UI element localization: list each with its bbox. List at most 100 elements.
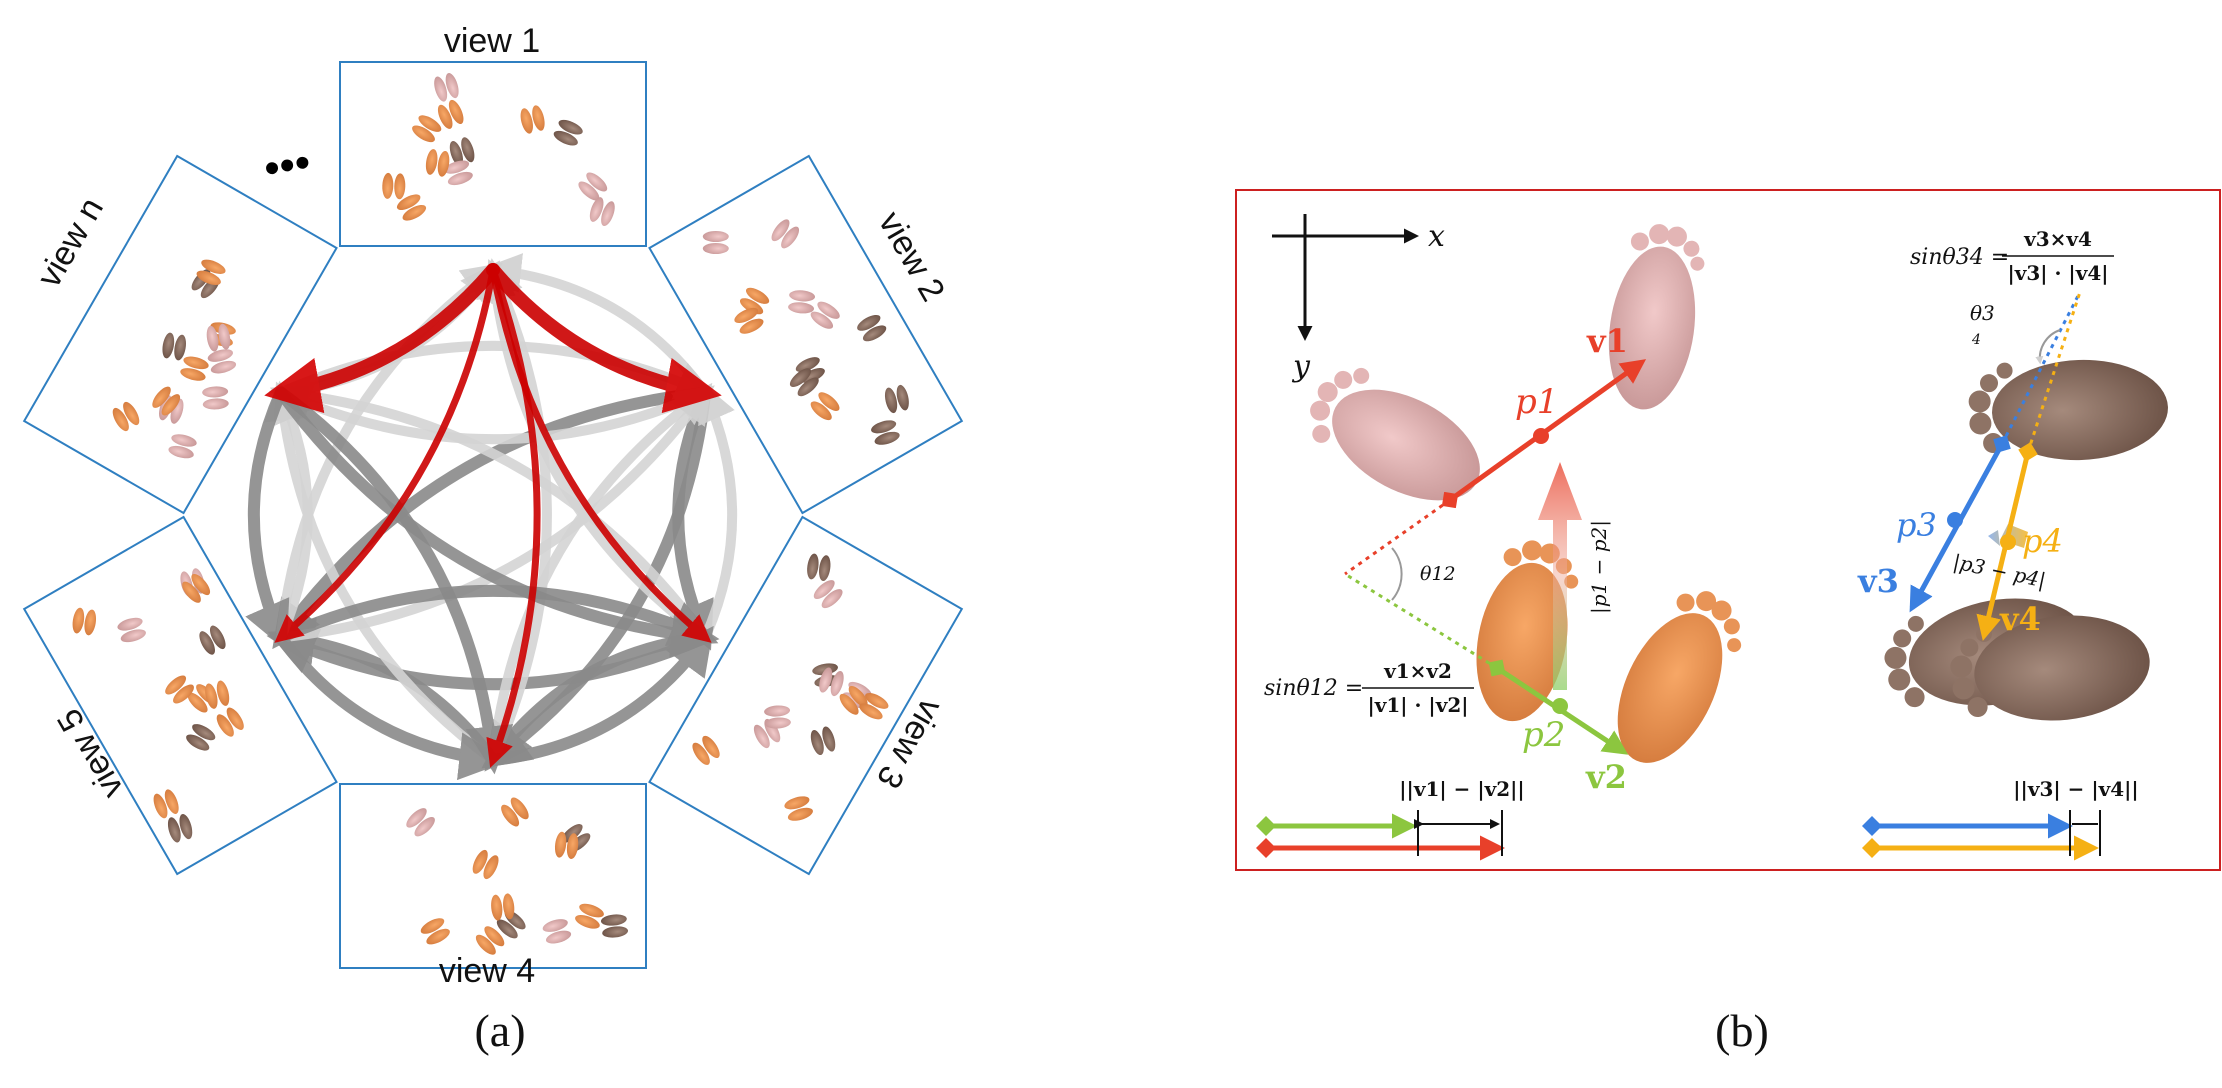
v3-extension <box>2000 291 2082 445</box>
foot-pink-upper <box>1608 224 1705 410</box>
theta34-subscript: 4 <box>1971 332 1981 348</box>
foot-pair-thumbnail <box>871 420 900 445</box>
correspondence-arrow <box>263 380 498 765</box>
v1-extension <box>1344 498 1451 576</box>
y-axis-label: y <box>1291 349 1311 384</box>
foot-pair-thumbnail <box>434 73 459 102</box>
foot-pair-thumbnail <box>216 707 244 737</box>
foot-pair-thumbnail <box>382 172 406 200</box>
foot-pair-thumbnail <box>575 903 604 929</box>
foot-pair-thumbnail <box>152 386 181 416</box>
x-axis-label: x <box>1428 219 1445 254</box>
foot-pair-thumbnail <box>406 808 435 837</box>
foot-pair-thumbnail <box>444 160 473 186</box>
foot-pair-thumbnail <box>810 392 840 421</box>
foot-pair-thumbnail <box>112 401 140 432</box>
p1-label: p1 <box>1515 382 1558 422</box>
view-1-correspondence-arrow <box>264 263 500 414</box>
v2-label: v2 <box>1585 758 1627 796</box>
foot-pair-thumbnail <box>162 332 186 361</box>
foot-pair-thumbnail <box>554 831 579 860</box>
p4-point <box>2000 534 2016 550</box>
foot-pair-thumbnail <box>810 301 840 329</box>
feet-thumbnails <box>72 73 909 955</box>
p4-label: p4 <box>2022 522 2063 560</box>
foot-pair-thumbnail <box>117 617 146 643</box>
foot-pair-thumbnail <box>182 573 211 603</box>
foot-brown-lower-right <box>1950 615 2150 721</box>
foot-pair-thumbnail <box>578 172 608 201</box>
foot-pair-thumbnail <box>692 735 720 765</box>
panel-b-frame <box>1235 189 2221 871</box>
panel-b-caption: (b) <box>1715 1005 1769 1056</box>
correspondence-arrow <box>485 259 552 765</box>
foot-pair-thumbnail <box>449 137 475 166</box>
foot-pair-thumbnail <box>789 368 819 397</box>
correspondence-arrow <box>274 631 508 781</box>
v3-label: v3 <box>1857 562 1899 600</box>
foot-pair-thumbnail <box>412 115 442 143</box>
correspondence-arrow <box>273 381 313 643</box>
v4-label: v4 <box>1999 600 2041 638</box>
correspondence-arrow <box>481 386 712 769</box>
foot-pair-thumbnail <box>207 349 237 374</box>
foot-pair-thumbnail <box>420 918 450 945</box>
theta12-arc <box>1391 547 1403 601</box>
foot-pair-thumbnail <box>72 607 97 636</box>
sin12-label: sinθ12 = <box>1264 676 1363 701</box>
len34-label: ||v3| − |v4|| <box>2013 777 2138 801</box>
v4-extension <box>2026 291 2082 453</box>
foot-pair-thumbnail <box>396 194 427 221</box>
v1-label: v1 <box>1586 322 1628 360</box>
v2-extension <box>1344 572 1498 670</box>
sin34-numerator: v3×v4 <box>2023 227 2092 251</box>
p2-point <box>1552 698 1568 714</box>
view-5-feet <box>72 568 244 843</box>
p3-label: p3 <box>1896 506 1937 544</box>
correspondence-arrow <box>269 385 711 445</box>
foot-pair-thumbnail <box>437 99 464 129</box>
view-1-box <box>339 61 647 247</box>
sin12-numerator: v1×v2 <box>1383 659 1452 683</box>
theta12-label: θ12 <box>1420 563 1456 585</box>
foot-pair-thumbnail <box>472 849 499 880</box>
correspondence-arrow <box>274 386 720 658</box>
axes: x y <box>1272 214 1445 384</box>
correspondence-arrow <box>275 382 713 643</box>
theta34-label: θ3 <box>1970 301 1995 325</box>
foot-pair-thumbnail <box>180 356 209 381</box>
foot-pair-thumbnail <box>600 914 629 938</box>
foot-pair-thumbnail <box>819 667 844 697</box>
foot-pair-thumbnail <box>153 789 179 819</box>
view-1-correspondence-arrow <box>486 263 722 414</box>
theta34-arc <box>2035 329 2061 365</box>
view-1-feet <box>382 73 615 227</box>
foot-pair-thumbnail <box>813 580 843 609</box>
foot-pair-thumbnail <box>196 259 226 286</box>
foot-pair-thumbnail <box>165 675 194 704</box>
sin34-label: sinθ34 = <box>1910 245 2009 270</box>
view-1-correspondence-arrow <box>274 266 497 643</box>
foot-pair-thumbnail <box>553 119 583 146</box>
arrow-network <box>245 253 738 781</box>
foot-pair-thumbnail <box>857 314 887 342</box>
foot-pair-thumbnail <box>771 219 800 249</box>
correspondence-arrow <box>274 584 719 646</box>
correspondence-arrow <box>698 381 738 643</box>
foot-pair-thumbnail <box>795 357 825 383</box>
p12-difference-arrow <box>1538 462 1582 690</box>
sin34-denominator: |v3| · |v4| <box>2007 261 2108 285</box>
foot-pair-thumbnail <box>859 692 889 720</box>
view-1-correspondence-arrow <box>489 266 712 643</box>
foot-pair-thumbnail <box>475 926 505 955</box>
panel-a: view 1 view 2 view 3 view 4 view 5 view … <box>22 22 964 1056</box>
view-n-label: view n <box>30 191 111 293</box>
foot-pair-thumbnail <box>425 149 450 177</box>
foot-pair-thumbnail <box>788 290 816 314</box>
ellipsis-dots: ••• <box>260 137 314 193</box>
foot-pair-thumbnail <box>491 893 515 921</box>
p12-diff-label: |p1 − p2| <box>1587 520 1612 614</box>
foot-pair-thumbnail <box>807 553 831 582</box>
len12-label: ||v1| − |v2|| <box>1399 777 1524 801</box>
foot-pair-thumbnail <box>702 230 729 254</box>
